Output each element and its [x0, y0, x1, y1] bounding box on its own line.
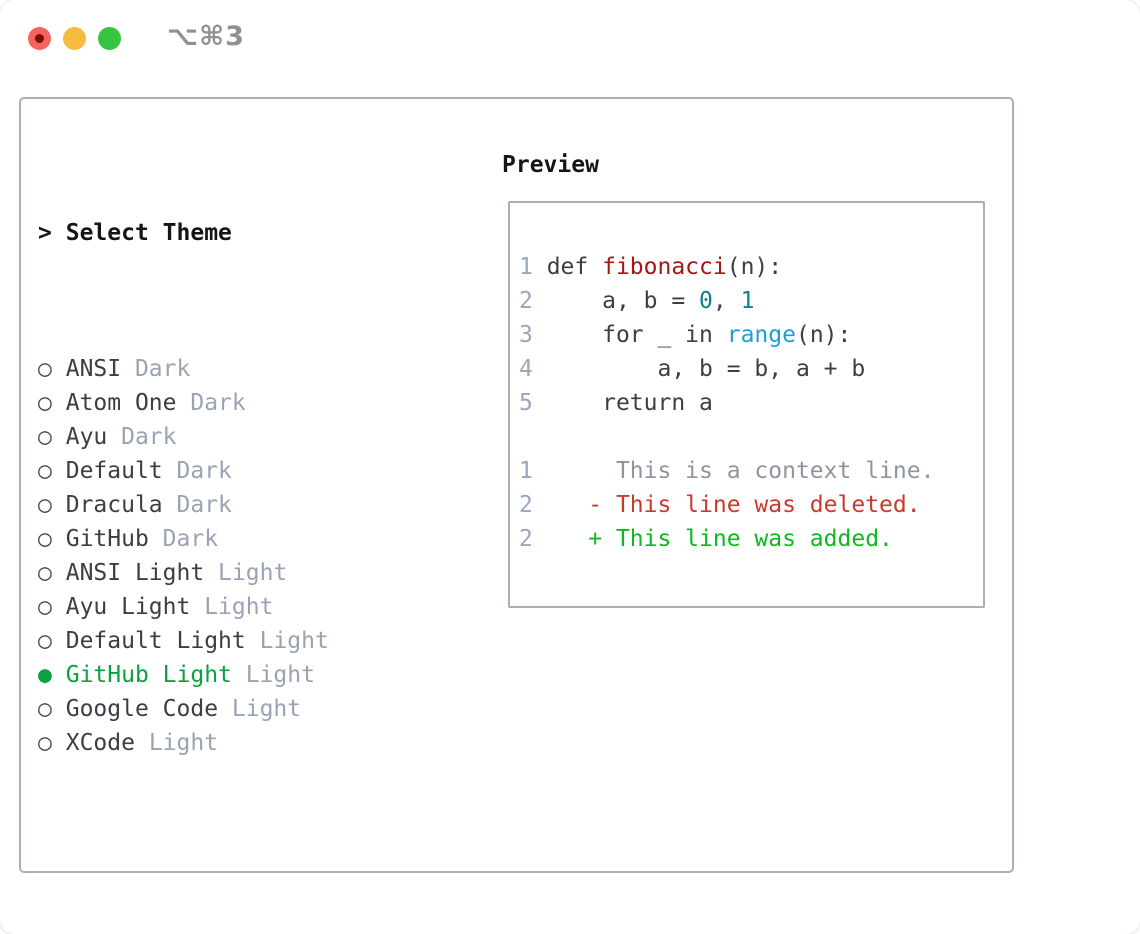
code-line [519, 420, 975, 454]
theme-name: Google Code [65, 696, 219, 722]
code-line: 1 This is a context line. [519, 454, 975, 488]
theme-variant: Light [134, 730, 219, 756]
line-number: 2 [519, 526, 533, 552]
radio-unselected-icon: ○ [38, 628, 52, 654]
theme-variant: Dark [121, 356, 191, 382]
code-segment: This is a context line. [532, 458, 935, 484]
select-theme-label: Select Theme [65, 220, 232, 246]
prompt-caret-icon: > [38, 220, 52, 246]
code-segment: range [726, 322, 796, 348]
code-segment: , [712, 288, 741, 314]
radio-unselected-icon: ○ [38, 356, 52, 382]
theme-picker-column: > Select Theme ○ ANSI Dark○ Atom One Dar… [38, 148, 426, 934]
radio-selected-icon: ● [38, 662, 52, 688]
theme-list: ○ ANSI Dark○ Atom One Dark○ Ayu Dark○ De… [38, 352, 426, 760]
code-line: 4 a, b = b, a + b [519, 352, 975, 386]
theme-variant: Dark [107, 424, 177, 450]
theme-name: GitHub [65, 526, 149, 552]
theme-variant: Dark [162, 458, 232, 484]
titlebar: ⌥⌘3 [0, 0, 1140, 76]
minimize-button[interactable] [63, 27, 86, 50]
line-number: 1 [519, 458, 533, 484]
theme-option-google-code[interactable]: ○ Google Code Light [38, 692, 426, 726]
theme-option-github-light[interactable]: ● GitHub Light Light [38, 658, 426, 692]
record-dot-icon [35, 34, 44, 43]
radio-unselected-icon: ○ [38, 424, 52, 450]
line-number: 2 [519, 288, 533, 314]
code-segment: 0 [699, 288, 713, 314]
theme-option-ansi[interactable]: ○ ANSI Dark [38, 352, 426, 386]
line-number: 3 [519, 322, 533, 348]
line-number: 5 [519, 390, 533, 416]
code-line: 5 return a [519, 386, 975, 420]
theme-option-ansi-light[interactable]: ○ ANSI Light Light [38, 556, 426, 590]
code-segment: def [546, 254, 603, 280]
code-segment: (n): [795, 322, 852, 348]
radio-unselected-icon: ○ [38, 696, 52, 722]
code-segment: a, b = b, a + b [532, 356, 866, 382]
code-segment: (n): [726, 254, 783, 280]
code-segment: + This line was added. [532, 526, 893, 552]
radio-unselected-icon: ○ [38, 594, 52, 620]
theme-name: Ayu [65, 424, 108, 450]
code-line: 2 a, b = 0, 1 [519, 284, 975, 318]
theme-name: Atom One [65, 390, 177, 416]
code-segment: return a [532, 390, 713, 416]
spacer-row [38, 862, 426, 896]
theme-option-dracula[interactable]: ○ Dracula Dark [38, 488, 426, 522]
theme-option-ayu[interactable]: ○ Ayu Dark [38, 420, 426, 454]
theme-name: XCode [65, 730, 135, 756]
line-number: 2 [519, 492, 533, 518]
theme-variant: Light [231, 662, 315, 688]
code-segment: for _ in [532, 322, 727, 348]
radio-unselected-icon: ○ [38, 458, 52, 484]
radio-unselected-icon: ○ [38, 560, 52, 586]
theme-name: ANSI [65, 356, 122, 382]
theme-variant: Light [204, 560, 288, 586]
line-number: 1 [519, 254, 547, 280]
theme-name: Default [65, 458, 163, 484]
theme-option-github[interactable]: ○ GitHub Dark [38, 522, 426, 556]
preview-label: Preview [502, 152, 599, 178]
theme-name: GitHub Light [65, 662, 232, 688]
theme-name: Default Light [65, 628, 246, 654]
line-number: 4 [519, 356, 533, 382]
theme-name: Dracula [65, 492, 163, 518]
radio-unselected-icon: ○ [38, 730, 52, 756]
code-segment: - This line was deleted. [532, 492, 921, 518]
radio-unselected-icon: ○ [38, 492, 52, 518]
select-theme-header: > Select Theme [38, 216, 426, 250]
theme-variant: Light [190, 594, 274, 620]
theme-option-xcode[interactable]: ○ XCode Light [38, 726, 426, 760]
theme-name: Ayu Light [65, 594, 191, 620]
code-line: 2 - This line was deleted. [519, 488, 975, 522]
code-segment: 1 [740, 288, 755, 314]
close-button[interactable] [28, 27, 51, 50]
theme-variant: Light [218, 696, 302, 722]
theme-option-default-light[interactable]: ○ Default Light Light [38, 624, 426, 658]
theme-option-default[interactable]: ○ Default Dark [38, 454, 426, 488]
code-line: 1 def fibonacci(n): [519, 250, 975, 284]
theme-name: ANSI Light [65, 560, 205, 586]
code-line: 3 for _ in range(n): [519, 318, 975, 352]
theme-variant: Dark [162, 492, 232, 518]
code-segment: fibonacci [602, 254, 727, 280]
theme-variant: Light [245, 628, 329, 654]
theme-picker-panel: > Select Theme ○ ANSI Dark○ Atom One Dar… [19, 97, 1014, 873]
radio-unselected-icon: ○ [38, 390, 52, 416]
theme-option-ayu-light[interactable]: ○ Ayu Light Light [38, 590, 426, 624]
theme-variant: Dark [176, 390, 246, 416]
theme-option-atom-one[interactable]: ○ Atom One Dark [38, 386, 426, 420]
code-segment: a, b = [532, 288, 700, 314]
radio-unselected-icon: ○ [38, 526, 52, 552]
theme-variant: Dark [148, 526, 219, 552]
code-line: 2 + This line was added. [519, 522, 975, 556]
window-title: ⌥⌘3 [167, 21, 245, 52]
zoom-button[interactable] [98, 27, 121, 50]
